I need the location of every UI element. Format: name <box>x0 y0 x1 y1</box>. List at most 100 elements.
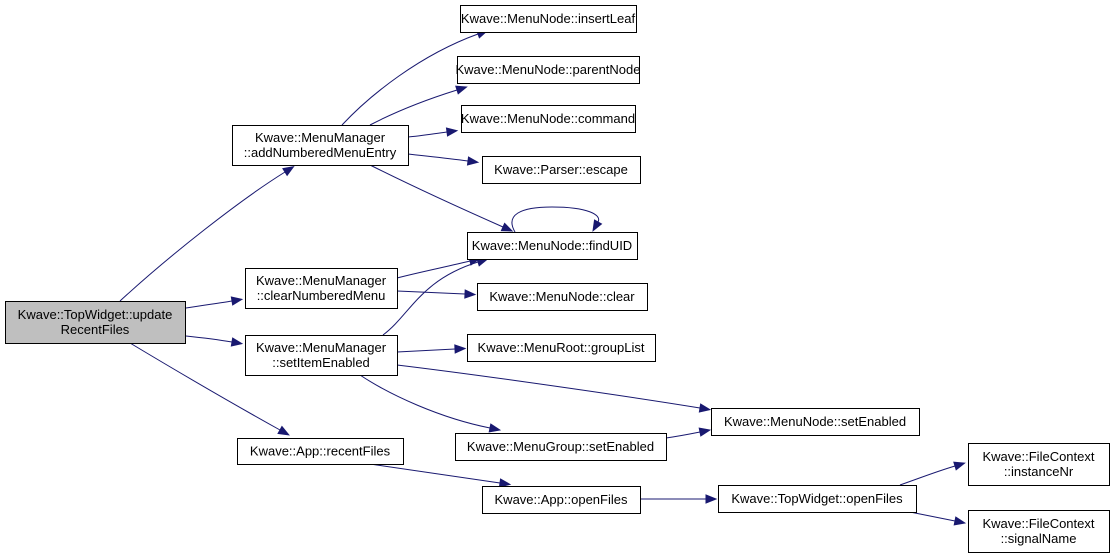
arrowhead-mm-setitemenabled-to-mr-grouplist <box>454 344 467 354</box>
node-label-fc-signalname-line-1: Kwave::FileContext <box>983 516 1095 531</box>
node-tw-openfiles[interactable]: Kwave::TopWidget::openFiles <box>718 485 917 513</box>
edge-mn-finduid-to-mn-finduid <box>511 206 600 233</box>
node-box-topwidget-update[interactable] <box>5 301 186 344</box>
node-label-mm-addnumbered-line-2: ::addNumberedMenuEntry <box>244 145 397 160</box>
node-label-app-recentfiles-line-1: Kwave::App::recentFiles <box>250 444 391 459</box>
node-label-mn-clear-line-1: Kwave::MenuNode::clear <box>489 289 635 304</box>
node-label-mn-command-line-1: Kwave::MenuNode::command <box>461 111 635 126</box>
node-mm-clearnumbered[interactable]: Kwave::MenuManager::clearNumberedMenu <box>245 268 398 309</box>
node-label-mg-setenabled-line-1: Kwave::MenuGroup::setEnabled <box>467 439 654 454</box>
node-box-mn-finduid[interactable] <box>467 232 638 260</box>
node-label-tw-openfiles-line-1: Kwave::TopWidget::openFiles <box>731 491 903 506</box>
node-mg-setenabled[interactable]: Kwave::MenuGroup::setEnabled <box>455 433 667 461</box>
node-box-fc-instancenr[interactable] <box>968 443 1110 486</box>
edge-mm-setitemenabled-to-mn-setenabled <box>396 364 701 409</box>
edge-mm-clearnumbered-to-mn-clear <box>396 290 466 295</box>
node-label-mn-parentnode-line-1: Kwave::MenuNode::parentNode <box>455 62 640 77</box>
edge-tw-openfiles-to-fc-signalname <box>909 511 956 522</box>
node-parser-escape[interactable]: Kwave::Parser::escape <box>482 156 641 184</box>
node-mm-addnumbered[interactable]: Kwave::MenuManager::addNumberedMenuEntry <box>232 125 409 166</box>
edge-app-recentfiles-to-app-openfiles <box>369 463 501 484</box>
node-label-mn-setenabled-line-1: Kwave::MenuNode::setEnabled <box>724 414 906 429</box>
edge-mg-setenabled-to-mn-setenabled <box>665 431 701 439</box>
arrowhead-app-openfiles-to-tw-openfiles <box>705 494 718 504</box>
node-label-topwidget-update-line-1: Kwave::TopWidget::update <box>18 307 173 322</box>
node-label-mn-finduid-line-1: Kwave::MenuNode::findUID <box>472 238 632 253</box>
edge-topwidget-update-to-app-recentfiles <box>129 342 281 431</box>
arrowhead-mm-setitemenabled-to-mn-setenabled <box>698 403 712 413</box>
edge-mm-setitemenabled-to-mn-finduid <box>382 261 479 336</box>
node-box-mn-command[interactable] <box>461 105 636 133</box>
node-app-recentfiles[interactable]: Kwave::App::recentFiles <box>237 438 404 465</box>
edges-layer <box>119 29 967 526</box>
arrowhead-tw-openfiles-to-fc-signalname <box>953 516 967 526</box>
node-box-app-recentfiles[interactable] <box>237 438 404 465</box>
node-box-fc-signalname[interactable] <box>968 510 1110 553</box>
arrowhead-topwidget-update-to-mm-setitemenabled <box>230 337 244 347</box>
node-mr-grouplist[interactable]: Kwave::MenuRoot::groupList <box>467 334 656 362</box>
edge-mm-addnumbered-to-parser-escape <box>407 153 469 162</box>
edge-mm-clearnumbered-to-mn-finduid <box>396 260 471 279</box>
node-label-fc-signalname-line-2: ::signalName <box>1001 531 1077 546</box>
edge-mm-addnumbered-to-mn-finduid <box>369 164 504 228</box>
node-label-fc-instancenr-line-2: ::instanceNr <box>1004 464 1074 479</box>
arrowhead-topwidget-update-to-mm-clearnumbered <box>230 296 244 306</box>
node-label-mm-setitemenabled-line-2: ::setItemEnabled <box>272 355 370 370</box>
node-box-mm-clearnumbered[interactable] <box>245 268 398 309</box>
arrowhead-app-recentfiles-to-app-openfiles <box>498 478 512 488</box>
node-box-mn-setenabled[interactable] <box>711 408 920 436</box>
arrowhead-mm-clearnumbered-to-mn-clear <box>464 289 477 299</box>
node-box-mn-clear[interactable] <box>477 283 648 311</box>
node-mm-setitemenabled[interactable]: Kwave::MenuManager::setItemEnabled <box>245 335 398 376</box>
node-label-mn-insertleaf-line-1: Kwave::MenuNode::insertLeaf <box>461 11 636 26</box>
node-label-parser-escape-line-1: Kwave::Parser::escape <box>494 162 628 177</box>
node-label-mm-clearnumbered-line-1: Kwave::MenuManager <box>256 273 387 288</box>
node-fc-signalname[interactable]: Kwave::FileContext::signalName <box>968 510 1110 553</box>
arrowhead-topwidget-update-to-mm-addnumbered <box>282 166 295 177</box>
arrowhead-mm-addnumbered-to-parser-escape <box>466 156 480 166</box>
arrowhead-tw-openfiles-to-fc-instancenr <box>953 461 966 471</box>
edge-mm-setitemenabled-to-mr-grouplist <box>396 348 456 353</box>
node-box-app-openfiles[interactable] <box>482 486 641 514</box>
node-box-mm-setitemenabled[interactable] <box>245 335 398 376</box>
node-box-mn-insertleaf[interactable] <box>460 5 637 33</box>
node-label-fc-instancenr-line-1: Kwave::FileContext <box>983 449 1095 464</box>
edge-tw-openfiles-to-fc-instancenr <box>899 465 956 486</box>
edge-topwidget-update-to-mm-addnumbered <box>119 171 286 302</box>
node-mn-setenabled[interactable]: Kwave::MenuNode::setEnabled <box>711 408 920 436</box>
node-mn-command[interactable]: Kwave::MenuNode::command <box>461 105 636 133</box>
arrowhead-mm-addnumbered-to-mn-command <box>445 127 459 137</box>
node-box-mn-parentnode[interactable] <box>457 56 640 84</box>
arrowhead-mn-finduid-to-mn-finduid <box>592 219 603 232</box>
nodes-layer: Kwave::TopWidget::updateRecentFilesKwave… <box>5 5 1110 553</box>
arrowhead-mm-setitemenabled-to-mg-setenabled <box>488 423 502 433</box>
node-mn-finduid[interactable]: Kwave::MenuNode::findUID <box>467 232 638 260</box>
arrowhead-mm-addnumbered-to-mn-finduid <box>500 222 514 232</box>
arrowhead-mm-addnumbered-to-mn-parentnode <box>455 85 468 95</box>
edge-topwidget-update-to-mm-setitemenabled <box>185 335 233 343</box>
node-label-mm-addnumbered-line-1: Kwave::MenuManager <box>255 130 386 145</box>
node-box-mg-setenabled[interactable] <box>455 433 667 461</box>
node-mn-insertleaf[interactable]: Kwave::MenuNode::insertLeaf <box>460 5 637 33</box>
node-label-mm-setitemenabled-line-1: Kwave::MenuManager <box>256 340 387 355</box>
edge-mm-addnumbered-to-mn-parentnode <box>369 89 458 126</box>
edge-mm-addnumbered-to-mn-insertleaf <box>341 33 479 126</box>
node-app-openfiles[interactable]: Kwave::App::openFiles <box>482 486 641 514</box>
node-box-mm-addnumbered[interactable] <box>232 125 409 166</box>
arrowhead-topwidget-update-to-app-recentfiles <box>277 425 290 436</box>
node-box-mr-grouplist[interactable] <box>467 334 656 362</box>
node-box-parser-escape[interactable] <box>482 156 641 184</box>
node-label-app-openfiles-line-1: Kwave::App::openFiles <box>495 492 628 507</box>
node-label-mm-clearnumbered-line-2: ::clearNumberedMenu <box>257 288 386 303</box>
node-mn-parentnode[interactable]: Kwave::MenuNode::parentNode <box>455 56 641 84</box>
node-box-tw-openfiles[interactable] <box>718 485 917 513</box>
edge-mm-addnumbered-to-mn-command <box>407 131 448 138</box>
node-label-mr-grouplist-line-1: Kwave::MenuRoot::groupList <box>478 340 645 355</box>
node-mn-clear[interactable]: Kwave::MenuNode::clear <box>477 283 648 311</box>
node-fc-instancenr[interactable]: Kwave::FileContext::instanceNr <box>968 443 1110 486</box>
edge-mm-setitemenabled-to-mg-setenabled <box>359 374 491 429</box>
node-label-topwidget-update-line-2: RecentFiles <box>61 322 130 337</box>
arrowhead-mg-setenabled-to-mn-setenabled <box>698 427 712 437</box>
